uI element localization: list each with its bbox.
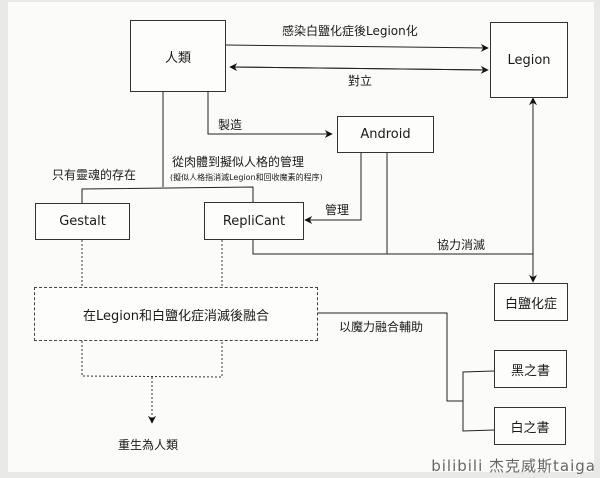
label-reborn: 重生為人類 [118, 438, 179, 452]
label-make: 製造 [218, 118, 243, 132]
label-flesh-to-replica: 從肉體到擬似人格的管理 [172, 155, 305, 169]
line-books [462, 370, 495, 432]
label-manage: 管理 [325, 203, 350, 217]
label-soul-only: 只有靈魂的存在 [52, 168, 137, 182]
node-black-book-label: 黑之書 [510, 363, 550, 379]
arrow-make [207, 92, 333, 138]
node-white-chlorination-label: 白鹽化症 [504, 296, 557, 312]
arrow-manage [304, 153, 362, 224]
node-replicant: RepliCant [204, 202, 304, 240]
node-fusion-label: 在Legion和白鹽化症消滅後融合 [82, 308, 270, 324]
node-legion: Legion [490, 22, 568, 98]
arrow-infect [225, 43, 489, 52]
node-white-chlorination: 白鹽化症 [494, 283, 568, 321]
node-black-book: 黑之書 [494, 350, 567, 388]
label-oppose: 對立 [348, 74, 373, 88]
node-fusion: 在Legion和白鹽化症消滅後融合 [34, 287, 318, 341]
label-infect: 感染白鹽化症後Legion化 [282, 24, 418, 38]
node-white-book: 白之書 [494, 407, 566, 445]
line-branch [81, 186, 254, 205]
node-android: Android [337, 116, 434, 153]
node-humans-label: 人類 [164, 50, 191, 66]
label-magic-assist: 以魔力融合輔助 [339, 320, 424, 334]
line-replicant-cooperate [252, 240, 533, 255]
watermark: bilibili 杰克威斯taiga [431, 457, 596, 475]
node-legion-label: Legion [507, 52, 551, 68]
node-replicant-label: RepliCant [222, 213, 286, 229]
dashed-merge [81, 341, 223, 378]
arrow-oppose-back [229, 63, 489, 72]
node-gestalt: Gestalt [35, 203, 130, 240]
node-white-book-label: 白之書 [510, 420, 550, 436]
node-gestalt-label: Gestalt [59, 214, 106, 229]
label-cooperate: 協力消滅 [437, 238, 486, 252]
arrow-magic-assist [309, 309, 463, 402]
label-replica-note: (擬似人格指消滅Legion和回收魔素的程序) [170, 173, 323, 182]
node-android-label: Android [360, 127, 411, 142]
node-humans: 人類 [130, 20, 226, 92]
